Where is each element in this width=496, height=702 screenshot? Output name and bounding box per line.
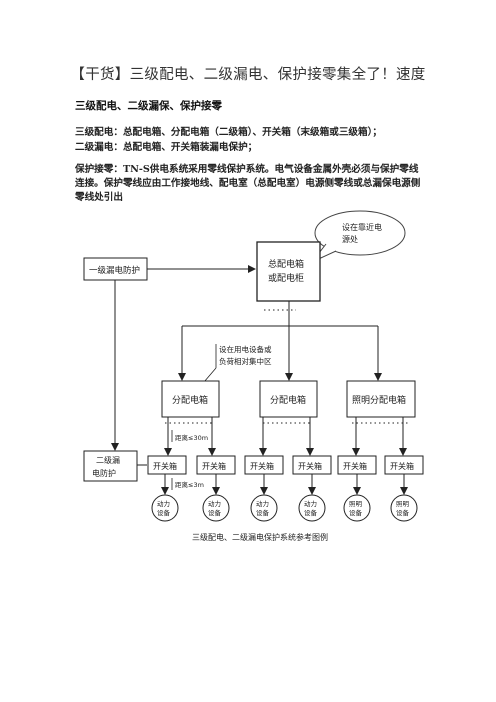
svg-text:照明: 照明 <box>349 500 363 508</box>
svg-text:动力: 动力 <box>157 499 170 508</box>
note-bubble-line2: 源处 <box>342 234 358 244</box>
paragraph-two-level-leakage: 二级漏电：总配电箱、开关箱装漏电保护； <box>75 142 258 153</box>
svg-text:设备: 设备 <box>157 508 171 517</box>
diagram-caption: 三级配电、二级漏电保护系统参考图例 <box>192 532 328 542</box>
level1-leakage-label: 一级漏电防护 <box>89 265 140 276</box>
switch-box-4-label: 开关箱 <box>298 461 322 471</box>
main-box-line2: 或配电柜 <box>268 272 304 284</box>
lighting-dist-box <box>346 380 416 418</box>
power-equipment-4 <box>298 494 326 522</box>
switch-box-1 <box>147 455 187 475</box>
lighting-equipment-2 <box>390 494 418 522</box>
note-bubble: 设在靠近电 源处 <box>311 210 406 263</box>
switch-box-6-label: 开关箱 <box>390 461 414 471</box>
dist-box-2-label: 分配电箱 <box>270 394 306 406</box>
distance-3m-label: 距离≤3m <box>175 480 204 489</box>
svg-text:设备: 设备 <box>304 508 318 517</box>
svg-text:设备: 设备 <box>256 508 270 517</box>
level2-leakage-box <box>83 450 138 482</box>
page-title: 【干货】三级配电、二级漏电、保护接零集全了！速度 <box>70 67 426 83</box>
power-equipment-1 <box>151 494 179 522</box>
svg-text:动力: 动力 <box>256 499 269 508</box>
dist-box-2 <box>259 380 318 418</box>
area-note-line1: 设在用电设备或 <box>219 344 272 354</box>
svg-text:动力: 动力 <box>208 499 221 508</box>
paragraph-protective-neutral: 保护接零：TN-S供电系统采用零线保护系统。电气设备金属外壳必须与保护零线连接。… <box>75 164 421 203</box>
dist-box-1 <box>161 380 220 418</box>
switch-box-2-label: 开关箱 <box>202 461 226 471</box>
level2-leakage-line1: 二级漏 <box>96 455 120 465</box>
paragraph-three-level-distribution: 三级配电：总配电箱、分配电箱（二级箱）、开关箱（末级箱或三级箱）； <box>75 127 382 138</box>
switch-box-3-label: 开关箱 <box>250 461 274 471</box>
lighting-equipment-1 <box>343 494 371 522</box>
switch-box-1-label: 开关箱 <box>153 461 177 471</box>
svg-text:设备: 设备 <box>208 508 222 517</box>
main-distribution-box <box>256 241 321 302</box>
power-equipment-2 <box>202 494 230 522</box>
lighting-dist-box-label: 照明分配电箱 <box>352 394 406 406</box>
svg-text:设备: 设备 <box>396 508 410 517</box>
power-equipment-3 <box>250 494 278 522</box>
section-heading: 三级配电、二级漏保、保护接零 <box>75 100 222 112</box>
note-bubble-line1: 设在靠近电 <box>342 222 382 232</box>
dist-box-1-label: 分配电箱 <box>172 394 208 406</box>
svg-text:动力: 动力 <box>304 499 317 508</box>
svg-text:设备: 设备 <box>349 508 363 517</box>
switch-box-5-label: 开关箱 <box>343 461 367 471</box>
svg-text:照明: 照明 <box>396 500 410 508</box>
area-note-line2: 负荷相对集中区 <box>219 356 272 366</box>
main-box-line1: 总配电箱 <box>268 258 304 270</box>
level2-leakage-line2: 电防护 <box>92 468 116 478</box>
distance-30m-label: 距离≤30m <box>175 433 208 442</box>
